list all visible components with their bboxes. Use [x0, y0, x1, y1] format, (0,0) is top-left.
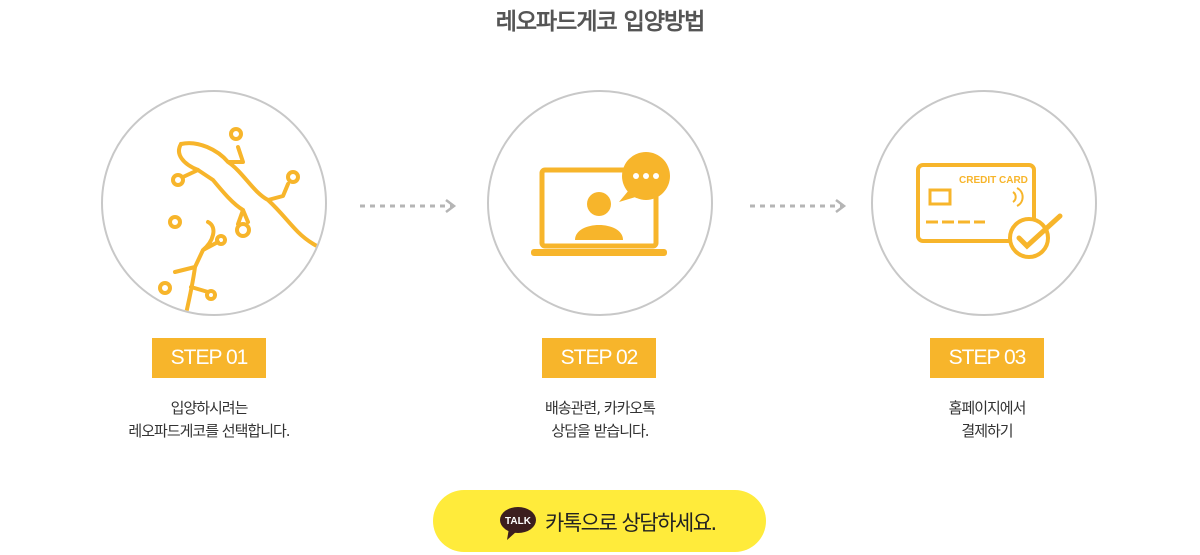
arrow-right-icon — [360, 199, 457, 213]
step-2-badge: STEP 02 — [542, 338, 656, 378]
desc-line: 입양하시려는 — [170, 399, 249, 417]
step-1-circle — [101, 90, 327, 316]
desc-line: 상담을 받습니다. — [551, 422, 649, 440]
kakaotalk-icon: TALK — [500, 507, 536, 540]
desc-line: 배송관련, 카카오톡 — [545, 399, 656, 417]
laptop-chat-icon — [531, 152, 670, 256]
page-title: 레오파드게코 입양방법 — [495, 9, 706, 35]
desc-line: 레오파드게코를 선택합니다. — [128, 422, 290, 440]
step-3-circle: CREDIT CARD — [871, 90, 1097, 316]
desc-line: 결제하기 — [961, 422, 1013, 440]
arrow-right-icon — [750, 199, 847, 213]
step-3-badge: STEP 03 — [930, 338, 1044, 378]
card-label: CREDIT CARD — [959, 175, 1028, 186]
step-2-circle — [487, 90, 713, 316]
credit-card-icon: CREDIT CARD — [916, 163, 1063, 259]
gecko-icon — [158, 127, 325, 314]
step-1-badge: STEP 01 — [152, 338, 266, 378]
kakao-consult-label: 카톡으로 상담하세요. — [545, 511, 717, 535]
kakao-consult-button[interactable]: TALK 카톡으로 상담하세요. — [433, 490, 766, 552]
talk-label: TALK — [505, 516, 532, 527]
desc-line: 홈페이지에서 — [948, 399, 1027, 417]
